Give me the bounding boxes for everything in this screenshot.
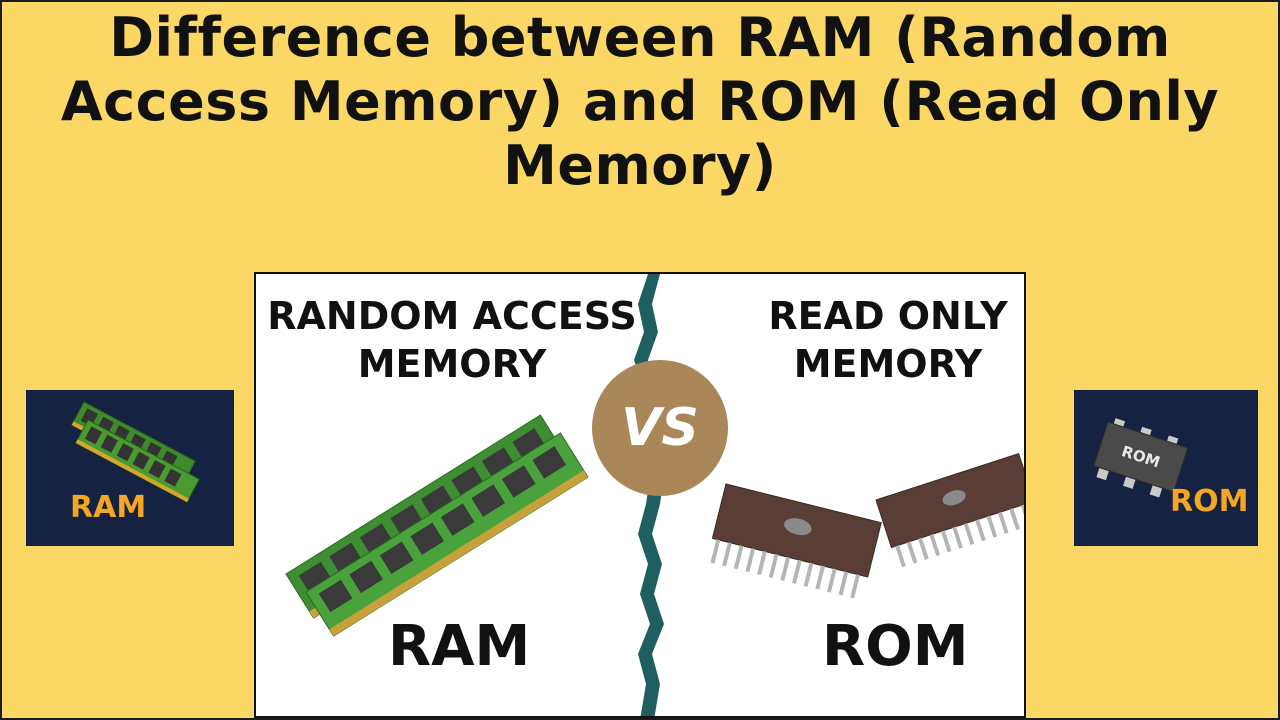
ram-heading-line-2: MEMORY [357, 342, 547, 386]
vs-text: VS [621, 398, 699, 458]
rom-chips-illustration [710, 453, 1024, 599]
title-line-1: Difference between RAM (Random [109, 6, 1171, 69]
title-line-3: Memory) [503, 134, 777, 197]
comparison-panel: RANDOM ACCESS MEMORY READ ONLY MEMORY VS… [254, 272, 1026, 718]
vs-badge: VS [592, 360, 728, 496]
rom-chip-icon: ROM [1093, 418, 1189, 498]
title-line-2: Access Memory) and ROM (Read Only [60, 70, 1220, 133]
rom-heading-line-1: READ ONLY [768, 294, 1008, 338]
rom-heading: READ ONLY MEMORY [748, 292, 1024, 388]
page-title: Difference between RAM (Random Access Me… [0, 6, 1280, 198]
rom-heading-line-2: MEMORY [793, 342, 983, 386]
ram-stick-icon [71, 401, 200, 503]
rom-label: ROM [822, 614, 969, 679]
ram-card: RAM [26, 390, 234, 546]
rom-card-label: ROM [1170, 484, 1249, 519]
panel-artwork [285, 274, 1024, 716]
rom-card: ROM ROM [1074, 390, 1258, 546]
ram-heading-line-1: RANDOM ACCESS [267, 294, 637, 338]
ram-card-label: RAM [70, 490, 147, 525]
ram-label: RAM [388, 614, 531, 679]
ram-heading: RANDOM ACCESS MEMORY [260, 292, 644, 388]
